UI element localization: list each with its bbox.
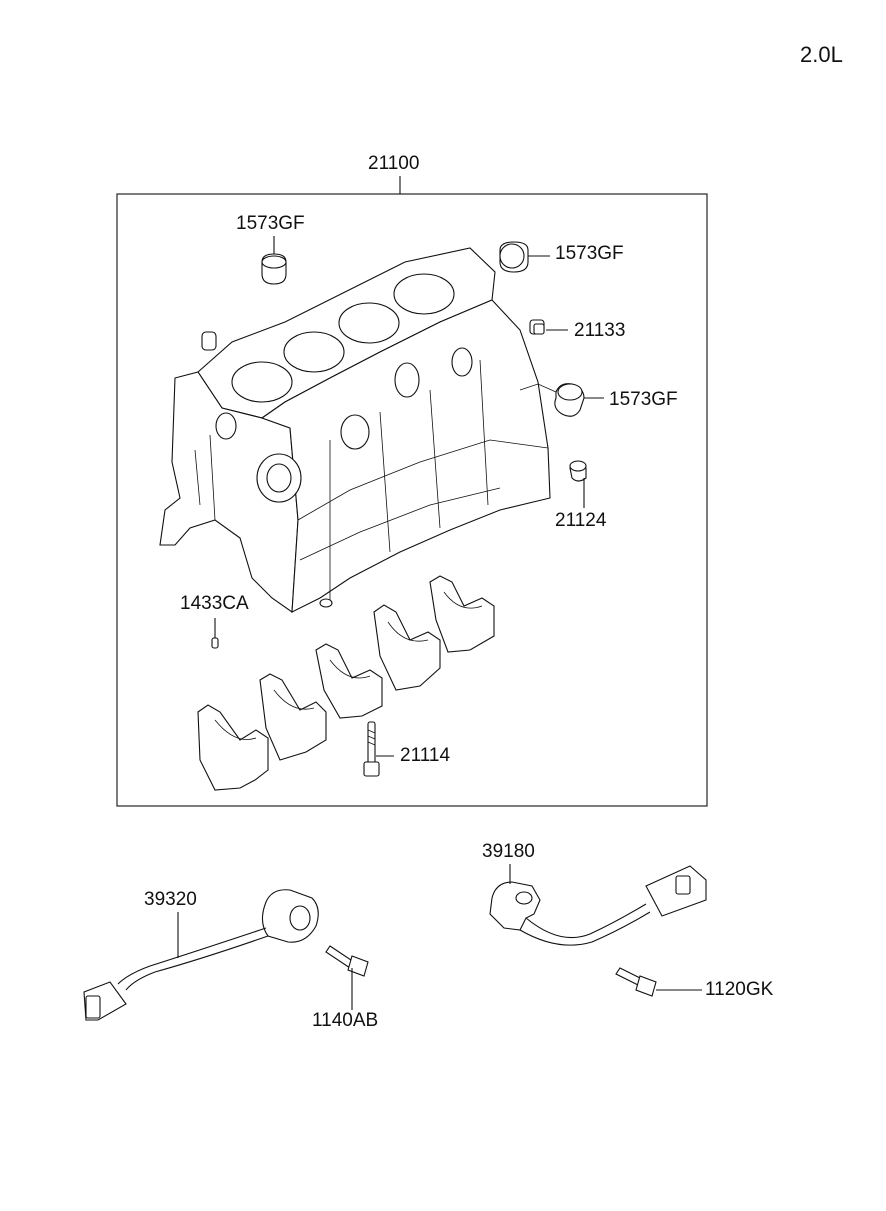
bearing-caps — [197, 575, 495, 791]
cylinder-block — [159, 247, 551, 614]
crank-sensor — [489, 865, 707, 946]
bearing-cap-bolt — [363, 721, 380, 777]
callout-dowel-pin: 1433CA — [180, 593, 249, 614]
dowel-sleeve — [569, 460, 587, 482]
plug-side-right — [519, 383, 585, 417]
plug-top-left — [261, 253, 287, 285]
callout-knock-bolt: 1140AB — [312, 1010, 379, 1031]
callout-dowel-sleeve: 21124 — [555, 510, 607, 531]
callout-drain-plug: 21133 — [574, 320, 626, 341]
assembly-frame — [116, 193, 708, 807]
callout-crank-bolt: 1120GK — [705, 979, 774, 1000]
callout-plug-top-left: 1573GF — [236, 213, 305, 234]
callout-assembly: 21100 — [368, 153, 420, 174]
dowel-pin — [211, 637, 219, 649]
callout-knock-sensor: 39320 — [144, 889, 197, 910]
callout-cap-bolt: 21114 — [400, 745, 451, 766]
engine-spec-label: 2.0L — [800, 42, 843, 67]
callout-crank-sensor: 39180 — [482, 841, 535, 862]
plug-top-right — [499, 241, 529, 273]
knock-sensor-bolt — [325, 945, 369, 977]
callout-plug-side-right: 1573GF — [609, 389, 678, 410]
callout-plug-top-right: 1573GF — [555, 243, 624, 264]
knock-sensor — [83, 889, 319, 1021]
drain-plug — [529, 319, 545, 335]
crank-sensor-bolt — [615, 967, 657, 997]
